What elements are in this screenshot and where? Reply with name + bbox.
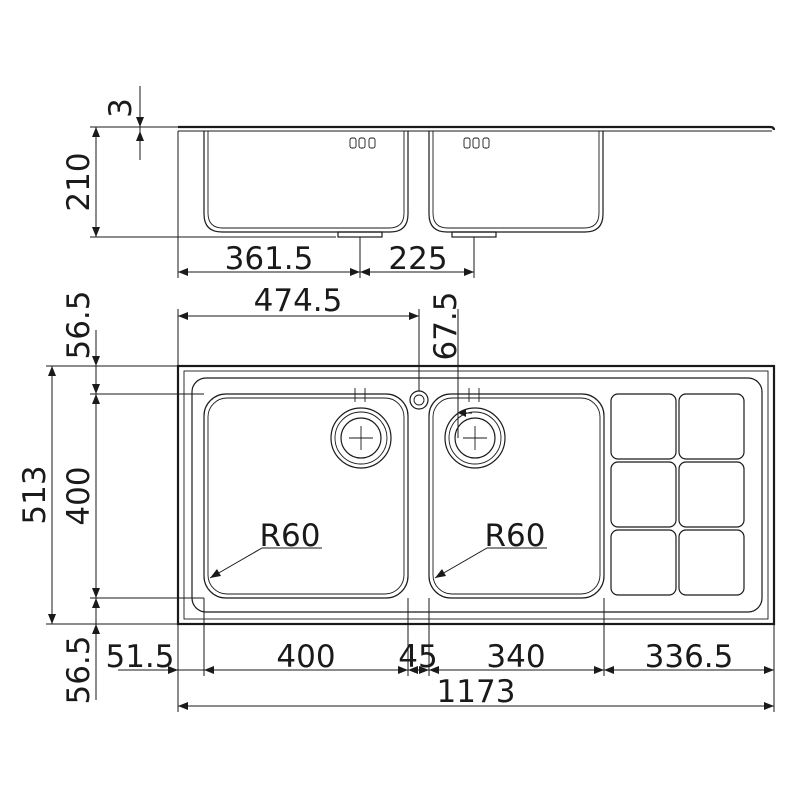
dim-label-bowl-gap: 45 (398, 639, 437, 675)
drainboard-recess (191, 377, 763, 613)
overflow-marker-left (351, 388, 371, 402)
dim-label-overall-depth: 513 (17, 465, 53, 524)
side-drain-left (337, 231, 383, 238)
side-bowl-right-outer (428, 131, 604, 233)
dim-label-bowl-right-width: 340 (486, 639, 545, 675)
deck-top-line (178, 125, 776, 131)
dim-label-margin-top: 56.5 (61, 290, 97, 359)
drain-left (330, 407, 392, 469)
radius-leader-right (434, 547, 547, 579)
side-bowl-right-inner (432, 131, 600, 229)
dim-label-drain-right-offset: 67.5 (428, 291, 464, 360)
radius-leader-left (209, 547, 322, 579)
tap-hole (409, 390, 429, 410)
drain-right (444, 407, 506, 469)
top-view: 474.5 67.5 513 400 56.5 56.5 (17, 283, 776, 712)
drainer-grid (610, 393, 745, 596)
dim-label-margin-left: 51.5 (105, 639, 174, 675)
radius-label-right: R60 (485, 518, 546, 554)
bowl-left-inner (207, 397, 405, 595)
overflow-marker-right (465, 388, 485, 402)
bowl-right-inner (432, 397, 601, 595)
dim-label-drain-offset-left: 361.5 (225, 241, 314, 277)
bowl-right-outer (428, 393, 605, 599)
overflow-slot-right (463, 137, 490, 149)
radius-label-left: R60 (260, 518, 321, 554)
dim-label-drain-spacing: 225 (388, 241, 447, 277)
bowl-left-outer (203, 393, 409, 599)
dim-label-bowl-left-width: 400 (276, 639, 335, 675)
dim-label-depth: 210 (61, 152, 97, 211)
side-bowl-left-outer (203, 131, 409, 233)
sink-outline-inner (183, 370, 769, 620)
dim-label-margin-bottom: 56.5 (61, 635, 97, 704)
side-view: 3 210 361.5 225 (61, 86, 776, 278)
dim-label-thickness: 3 (103, 98, 139, 118)
side-drain-right (451, 231, 497, 238)
overflow-slot-left (349, 137, 376, 149)
dim-label-bowl-depth: 400 (61, 466, 97, 525)
dim-label-drainer-width: 336.5 (645, 639, 734, 675)
dim-label-overall-width: 1173 (437, 674, 516, 710)
side-bowl-left-inner (207, 131, 405, 229)
dim-label-tap-hole: 474.5 (254, 283, 343, 319)
sink-outline (176, 364, 776, 626)
